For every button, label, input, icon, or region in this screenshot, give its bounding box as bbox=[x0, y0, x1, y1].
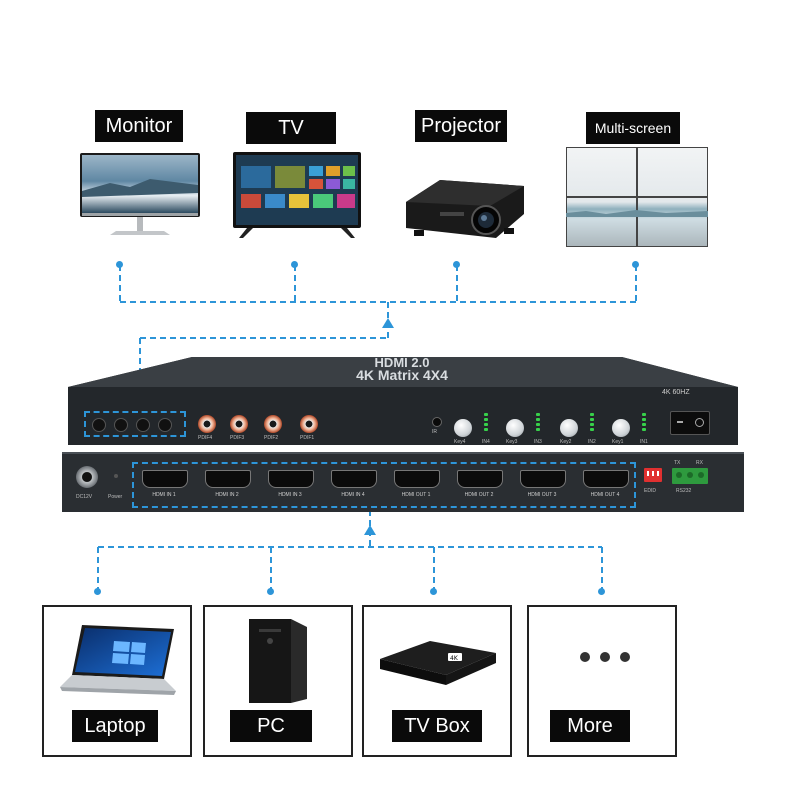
connector-dot bbox=[632, 261, 639, 268]
destination-label-monitor: Monitor bbox=[95, 110, 183, 142]
in-label: IN4 bbox=[482, 439, 490, 445]
rs232-tx-label: TX bbox=[674, 460, 681, 466]
hdmi-out-1-port[interactable] bbox=[394, 470, 440, 488]
in3-led-indicator bbox=[536, 413, 540, 433]
pdif-label: PDIF2 bbox=[264, 435, 279, 441]
pc-tower-icon bbox=[245, 615, 315, 712]
connector-dot bbox=[94, 588, 101, 595]
key1-button[interactable] bbox=[612, 419, 630, 437]
connector-dot bbox=[267, 588, 274, 595]
rs232-rx-label: RX bbox=[696, 460, 703, 466]
source-label-tv-box: TV Box bbox=[392, 710, 482, 742]
hdmi-port-label: HDMI OUT 2 bbox=[464, 492, 494, 498]
ir-label: IR bbox=[432, 429, 437, 435]
pdif-label: PDIF1 bbox=[300, 435, 315, 441]
video-wall-icon bbox=[565, 146, 709, 252]
key-label: Key1 bbox=[612, 439, 624, 445]
hdmi-out-3-port[interactable] bbox=[520, 470, 566, 488]
key3-button[interactable] bbox=[506, 419, 524, 437]
hdmi-out-2-port[interactable] bbox=[457, 470, 503, 488]
rs232-terminal[interactable] bbox=[672, 468, 708, 484]
tv-box-icon: 4K bbox=[376, 633, 500, 698]
more-dots-icon bbox=[575, 649, 635, 670]
front-port-jack[interactable] bbox=[136, 418, 150, 432]
projector-icon bbox=[400, 172, 530, 249]
pdif-connector[interactable] bbox=[264, 415, 282, 433]
source-label-more: More bbox=[550, 710, 630, 742]
hdmi-port-label: HDMI IN 4 bbox=[341, 492, 365, 498]
in2-led-indicator bbox=[590, 413, 594, 433]
in1-led-indicator bbox=[642, 413, 646, 433]
power-label: Power bbox=[108, 494, 123, 500]
matrix-rear-unit: DC12V Power HDMI IN 1 HDMI IN 2 HDMI IN … bbox=[62, 452, 744, 512]
ir-sensor-icon bbox=[432, 417, 442, 427]
front-port-group bbox=[84, 411, 186, 437]
front-port-jack[interactable] bbox=[158, 418, 172, 432]
hdmi-port-label: HDMI IN 1 bbox=[152, 492, 176, 498]
power-switch[interactable] bbox=[670, 411, 710, 435]
hdmi-port-label: HDMI IN 2 bbox=[215, 492, 239, 498]
matrix-front-unit: HDMI 2.0 4K Matrix 4X4 4K 60HZ PDIF4 PDI… bbox=[62, 345, 742, 450]
key2-button[interactable] bbox=[560, 419, 578, 437]
monitor-icon bbox=[80, 153, 200, 244]
connector-dot bbox=[291, 261, 298, 268]
device-title-line2: 4K Matrix 4X4 bbox=[356, 367, 448, 383]
front-port-jack[interactable] bbox=[114, 418, 128, 432]
dc-label: DC12V bbox=[76, 494, 93, 500]
key-label: Key2 bbox=[560, 439, 572, 445]
device-title-line1: HDMI 2.0 bbox=[374, 355, 430, 370]
pdif-connector[interactable] bbox=[198, 415, 216, 433]
hdmi-port-label: HDMI OUT 4 bbox=[590, 492, 620, 498]
connector-dot bbox=[430, 588, 437, 595]
power-led-icon bbox=[114, 474, 118, 478]
key-label: Key4 bbox=[454, 439, 466, 445]
edid-label: EDID bbox=[644, 488, 656, 494]
pdif-connector[interactable] bbox=[300, 415, 318, 433]
device-title: HDMI 2.0 4K Matrix 4X4 bbox=[62, 355, 742, 383]
hdmi-in-2-port[interactable] bbox=[205, 470, 251, 488]
pdif-connector[interactable] bbox=[230, 415, 248, 433]
hdmi-port-label: HDMI OUT 3 bbox=[527, 492, 557, 498]
source-label-pc: PC bbox=[230, 710, 312, 742]
source-label-laptop: Laptop bbox=[72, 710, 158, 742]
destination-label-projector: Projector bbox=[415, 110, 507, 142]
dc-power-jack[interactable] bbox=[76, 466, 98, 488]
hdmi-in-4-port[interactable] bbox=[331, 470, 377, 488]
device-badge: 4K 60HZ bbox=[662, 389, 690, 396]
hdmi-port-label: HDMI OUT 1 bbox=[401, 492, 431, 498]
hdmi-in-3-port[interactable] bbox=[268, 470, 314, 488]
connector-dot bbox=[598, 588, 605, 595]
source-box-laptop bbox=[42, 605, 192, 757]
svg-text:4K: 4K bbox=[450, 655, 459, 662]
pdif-label: PDIF3 bbox=[230, 435, 245, 441]
hdmi-out-4-port[interactable] bbox=[583, 470, 629, 488]
in-label: IN1 bbox=[640, 439, 648, 445]
rs232-label: RS232 bbox=[676, 488, 692, 494]
in-label: IN3 bbox=[534, 439, 542, 445]
connector-dot bbox=[453, 261, 460, 268]
hdmi-in-1-port[interactable] bbox=[142, 470, 188, 488]
hdmi-port-label: HDMI IN 3 bbox=[278, 492, 302, 498]
destination-label-tv: TV bbox=[246, 112, 336, 144]
hdmi-port-group bbox=[132, 462, 636, 508]
front-port-jack[interactable] bbox=[92, 418, 106, 432]
in-label: IN2 bbox=[588, 439, 596, 445]
tv-icon bbox=[233, 152, 361, 245]
in4-led-indicator bbox=[484, 413, 488, 433]
key-label: Key3 bbox=[506, 439, 518, 445]
destination-label-multi-screen: Multi-screen bbox=[586, 112, 680, 144]
edid-dip-switch[interactable] bbox=[644, 468, 662, 482]
laptop-icon bbox=[56, 621, 180, 706]
connector-dot bbox=[116, 261, 123, 268]
pdif-label: PDIF4 bbox=[198, 435, 213, 441]
key4-button[interactable] bbox=[454, 419, 472, 437]
